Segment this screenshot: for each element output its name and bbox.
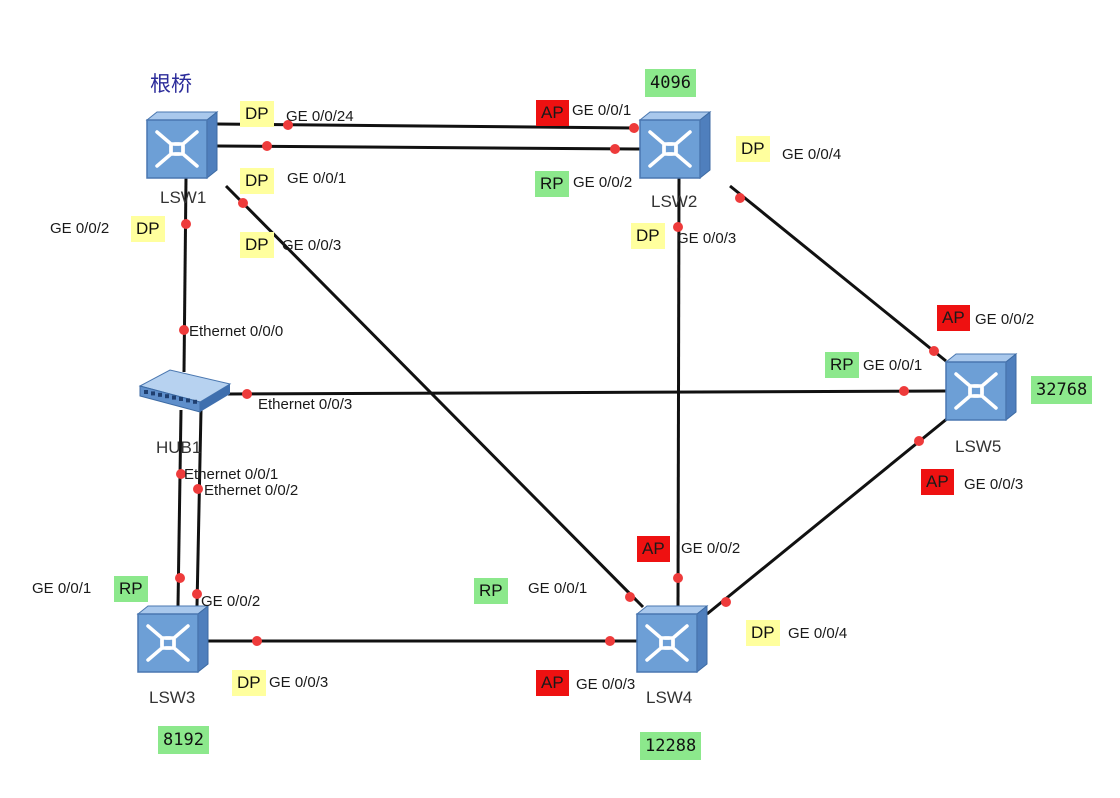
- port-label-hub1-e2: Ethernet 0/0/2: [204, 482, 299, 499]
- port-label-lsw2-ge2: GE 0/0/2: [573, 174, 633, 191]
- port-dot-lsw5_ge2[interactable]: [929, 346, 939, 356]
- port-dot-lsw4_ge1[interactable]: [625, 592, 635, 602]
- link-lsw1_ge1-lsw2_ge2: [216, 144, 641, 151]
- role-badge-lsw3-ge1: RP: [114, 576, 148, 602]
- lsw5-switch-icon[interactable]: [944, 352, 1018, 422]
- priority-lsw3: 8192: [158, 726, 209, 754]
- port-label-lsw1-ge3: GE 0/0/3: [282, 237, 342, 254]
- lsw4-switch-icon[interactable]: [635, 604, 709, 674]
- lsw1-name: LSW1: [160, 188, 207, 207]
- role-badge-lsw2-ge2: RP: [535, 171, 569, 197]
- priority-lsw2: 4096: [645, 69, 696, 97]
- lsw4-name: LSW4: [646, 688, 693, 707]
- link-lsw1_ge2-hub1_e0: [182, 177, 188, 373]
- port-dot-lsw2_ge3[interactable]: [673, 222, 683, 232]
- role-badge-lsw2-ge4: DP: [736, 136, 770, 162]
- port-dot-lsw1_ge3[interactable]: [238, 198, 248, 208]
- port-dot-lsw2_ge2[interactable]: [610, 144, 620, 154]
- lsw5-name: LSW5: [955, 437, 1002, 456]
- hub1-hub-icon[interactable]: [138, 369, 232, 413]
- priority-lsw4: 12288: [640, 732, 702, 760]
- role-badge-lsw1-ge1: DP: [240, 168, 274, 194]
- port-label-hub1-e3: Ethernet 0/0/3: [258, 396, 353, 413]
- port-label-lsw3-ge3: GE 0/0/3: [269, 674, 329, 691]
- role-badge-lsw3-ge3: DP: [232, 670, 266, 696]
- lsw1-switch-icon[interactable]: [145, 110, 219, 180]
- port-label-lsw3-ge1: GE 0/0/1: [32, 580, 92, 597]
- port-label-lsw1-ge24: GE 0/0/24: [286, 108, 354, 125]
- port-label-lsw2-ge1: GE 0/0/1: [572, 102, 632, 119]
- port-dot-lsw3_ge2[interactable]: [192, 589, 202, 599]
- port-dot-lsw3_ge3[interactable]: [252, 636, 262, 646]
- port-dot-lsw1_ge2[interactable]: [181, 219, 191, 229]
- root-bridge-label: 根桥: [150, 73, 192, 96]
- port-label-lsw5-ge3: GE 0/0/3: [964, 476, 1024, 493]
- link-hub1_e2-lsw3_ge2: [195, 409, 203, 607]
- port-label-lsw4-ge2: GE 0/0/2: [681, 540, 741, 557]
- port-dot-lsw5_ge1[interactable]: [899, 386, 909, 396]
- link-lsw2_ge4-lsw5_ge2: [729, 184, 947, 363]
- port-dot-lsw3_ge1[interactable]: [175, 573, 185, 583]
- lsw2-name: LSW2: [651, 192, 698, 211]
- role-badge-lsw4-ge3: AP: [536, 670, 569, 696]
- role-badge-lsw1-ge3: DP: [240, 232, 274, 258]
- port-label-lsw5-ge1: GE 0/0/1: [863, 357, 923, 374]
- port-dot-hub1_e1[interactable]: [176, 469, 186, 479]
- port-dot-lsw1_ge1[interactable]: [262, 141, 272, 151]
- port-label-lsw2-ge3: GE 0/0/3: [677, 230, 737, 247]
- link-lsw5_ge3-lsw4_ge4: [706, 416, 949, 616]
- role-badge-lsw1-ge24: DP: [240, 101, 274, 127]
- role-badge-lsw5-ge3: AP: [921, 469, 954, 495]
- role-badge-lsw5-ge2: AP: [937, 305, 970, 331]
- port-dot-lsw4_ge2[interactable]: [673, 573, 683, 583]
- port-label-lsw5-ge2: GE 0/0/2: [975, 311, 1035, 328]
- port-label-hub1-e0: Ethernet 0/0/0: [189, 323, 284, 340]
- port-dot-lsw5_ge3[interactable]: [914, 436, 924, 446]
- port-dot-lsw4_ge4[interactable]: [721, 597, 731, 607]
- port-dot-hub1_e2[interactable]: [193, 484, 203, 494]
- port-label-lsw4-ge1: GE 0/0/1: [528, 580, 588, 597]
- port-dot-lsw4_ge3[interactable]: [605, 636, 615, 646]
- role-badge-lsw2-ge3: DP: [631, 223, 665, 249]
- port-label-lsw1-ge1: GE 0/0/1: [287, 170, 347, 187]
- port-dot-lsw2_ge1[interactable]: [629, 123, 639, 133]
- link-lsw1_ge24-lsw2_ge1: [216, 122, 635, 130]
- port-dot-hub1_e0[interactable]: [179, 325, 189, 335]
- role-badge-lsw1-ge2: DP: [131, 216, 165, 242]
- port-dot-hub1_e3[interactable]: [242, 389, 252, 399]
- port-label-lsw4-ge4: GE 0/0/4: [788, 625, 848, 642]
- port-dot-lsw1_ge24[interactable]: [283, 120, 293, 130]
- hub1-name: HUB1: [156, 438, 202, 457]
- link-lsw1_ge3-lsw4_ge1: [224, 184, 645, 609]
- role-badge-lsw4-ge1: RP: [474, 578, 508, 604]
- link-hub1_e3-lsw5_ge1: [227, 389, 947, 396]
- port-label-lsw4-ge3: GE 0/0/3: [576, 676, 636, 693]
- port-label-lsw2-ge4: GE 0/0/4: [782, 146, 842, 163]
- port-label-hub1-e1: Ethernet 0/0/1: [184, 466, 279, 483]
- port-label-lsw3-ge2: GE 0/0/2: [201, 593, 261, 610]
- role-badge-lsw4-ge4: DP: [746, 620, 780, 646]
- role-badge-lsw5-ge1: RP: [825, 352, 859, 378]
- role-badge-lsw2-ge1: AP: [536, 100, 569, 126]
- role-badge-lsw4-ge2: AP: [637, 536, 670, 562]
- lsw3-name: LSW3: [149, 688, 196, 707]
- port-label-lsw1-ge2: GE 0/0/2: [50, 220, 110, 237]
- port-dot-lsw2_ge4[interactable]: [735, 193, 745, 203]
- lsw2-switch-icon[interactable]: [638, 110, 712, 180]
- priority-lsw5: 32768: [1031, 376, 1093, 404]
- lsw3-switch-icon[interactable]: [136, 604, 210, 674]
